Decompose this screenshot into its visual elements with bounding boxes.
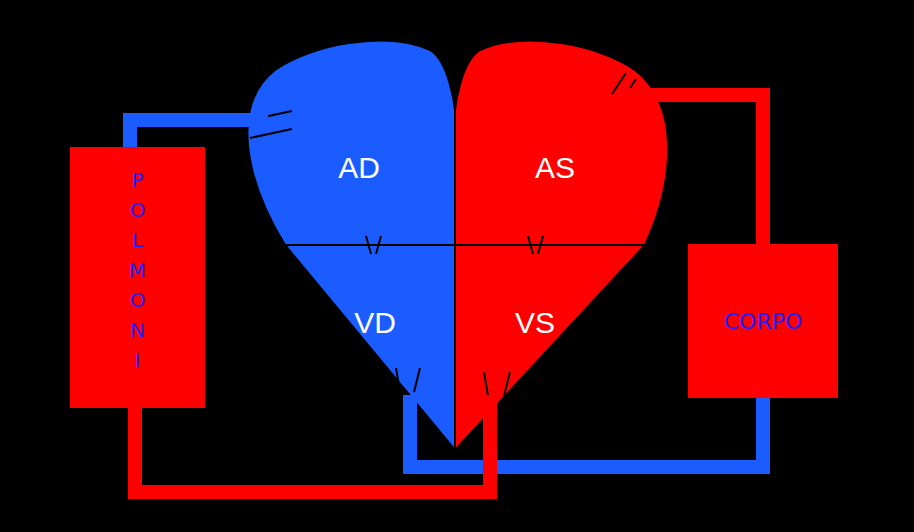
vessel-pipe (620, 95, 763, 244)
atrium-label-area: AS (460, 95, 650, 240)
node-label: AD (338, 151, 380, 185)
vessel-pipe (135, 395, 490, 492)
node-label: AS (535, 151, 575, 185)
vessel-pipe (410, 395, 763, 467)
ventricle-label-area: VD (300, 250, 450, 395)
node-label: CORPO (724, 309, 803, 334)
valve-plane-line (285, 244, 645, 246)
node-label: POLMONI (128, 165, 148, 375)
valve-marks (250, 73, 636, 396)
node-label: VD (354, 306, 396, 340)
ventricle-label-area: VS (460, 250, 610, 395)
organ-box: POLMONI (70, 147, 205, 408)
node-label: VS (515, 306, 555, 340)
organ-box: CORPO (688, 244, 838, 398)
atrium-label-area: AD (268, 95, 450, 240)
septum-line (454, 108, 456, 450)
vessel-pipe (130, 120, 268, 147)
